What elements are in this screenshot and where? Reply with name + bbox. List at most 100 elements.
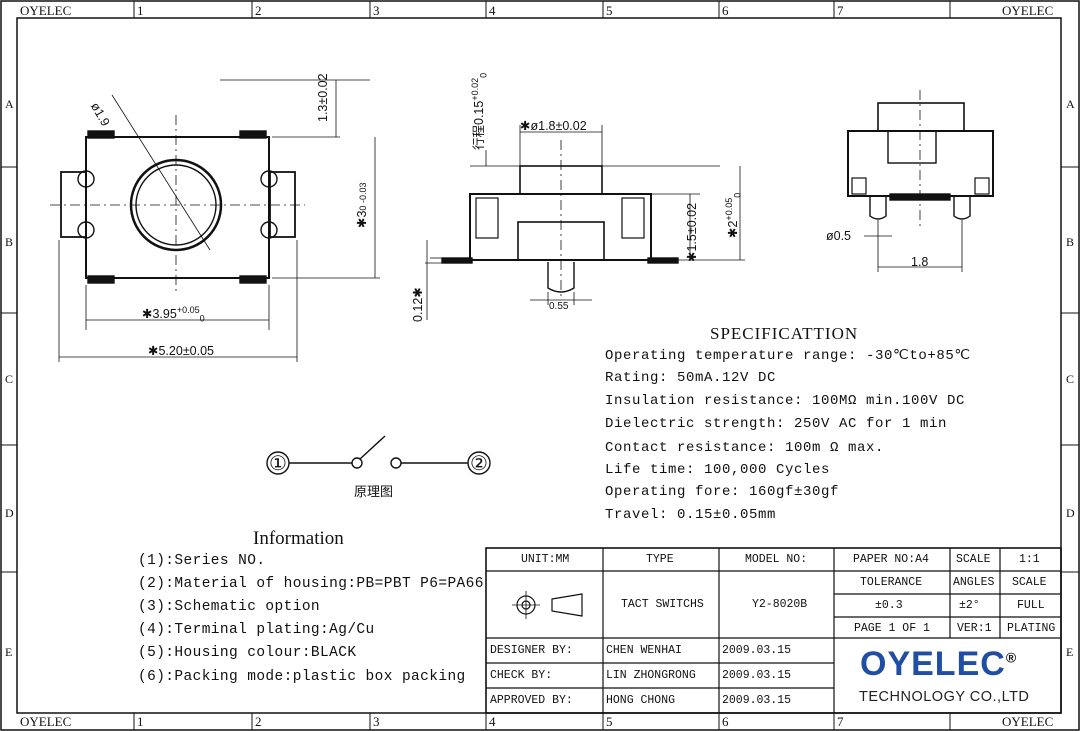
tb-paper: PAPER NO:A4 [853, 553, 929, 566]
dim-body-height-tol-bottom: -0.03 [358, 182, 368, 204]
tb-approved-date: 2009.03.15 [722, 694, 792, 707]
zone-top-2: 2 [255, 3, 262, 18]
dim-travel: 行程0.15+0.020 [468, 73, 489, 150]
zone-row-c-right: C [1066, 372, 1075, 386]
dim-total-height-tol-top: +0.05 [724, 197, 734, 221]
dim-body-width-tol-bottom: 0 [199, 313, 205, 324]
end-view [847, 90, 994, 272]
schematic-symbol [266, 435, 491, 475]
spec-line: Operating fore: 160gf±30gf [605, 484, 840, 500]
tb-approver: HONG CHONG [606, 694, 676, 707]
dim-body-height-value: 3 [355, 210, 369, 218]
company-logo: OYELEC® [860, 645, 1017, 684]
dim-plate: 0.12✱ [411, 287, 425, 322]
tb-page: PAGE 1 OF 1 [854, 622, 930, 635]
zone-bottom-6: 6 [722, 714, 729, 729]
dim-pin-pitch: 1.8 [911, 255, 929, 269]
schematic-terminal-1: ① [269, 453, 287, 475]
schematic-caption: 原理图 [354, 484, 394, 499]
spec-line: Contact resistance: 100m Ω max. [605, 440, 885, 456]
dim-total-height-side-value: 2 [726, 220, 741, 228]
tb-scale-value: 1:1 [1019, 553, 1040, 566]
tb-unit: UNIT:MM [521, 553, 570, 566]
tb-designer-date: 2009.03.15 [722, 644, 792, 657]
tb-scale-label: SCALE [956, 553, 991, 566]
zone-top-oyelec-right: OYELEC [1002, 3, 1054, 18]
tb-tolerance-label: TOLERANCE [860, 576, 923, 589]
spec-line: Insulation resistance: 100MΩ min.100V DC [605, 393, 966, 409]
zone-top-4: 4 [489, 3, 496, 18]
zone-bottom-oyelec-left: OYELEC [20, 714, 72, 729]
info-line: (2):Material of housing:PB=PBT P6=PA66 [138, 576, 484, 592]
spec-line: Dielectric strength: 250V AC for 1 min [605, 416, 948, 432]
dim-total-width: ✱5.20±0.05 [148, 344, 215, 358]
info-line: (3):Schematic option [138, 599, 321, 615]
zone-top-oyelec-left: OYELEC [20, 3, 72, 18]
dim-body-height-side-value: 1.5±0.02 [685, 202, 699, 252]
info-title: Information [253, 528, 344, 549]
zone-top-6: 6 [722, 3, 729, 18]
tb-ver: VER:1 [957, 622, 992, 635]
zone-top-1: 1 [137, 3, 144, 18]
dim-body-height-tol-top: 0 [358, 205, 368, 211]
zone-bottom-7: 7 [837, 714, 844, 729]
dim-travel-value: 行程0.15 [472, 100, 486, 150]
tb-angles-value: ±2° [959, 599, 980, 612]
side-view [425, 125, 745, 320]
zone-bottom-2: 2 [255, 714, 262, 729]
dim-pin-dia: ø0.5 [826, 229, 852, 243]
dim-plate-value: 0.12 [411, 297, 425, 322]
dim-total-height-tol-bottom: 0 [732, 192, 743, 198]
tb-check-label: CHECK BY: [490, 669, 553, 682]
zone-row-b-left: B [5, 235, 14, 249]
info-line: (6):Packing mode:plastic box packing [138, 669, 466, 685]
dim-body-width: ✱3.95+0.050 [142, 305, 205, 324]
zone-bottom-oyelec-right: OYELEC [1002, 714, 1054, 729]
tb-type-value: TACT SWITCHS [621, 598, 704, 611]
spec-line: Travel: 0.15±0.05mm [605, 507, 777, 523]
tb-checker: LIN ZHONGRONG [606, 669, 696, 682]
dim-travel-tol-bottom: 0 [478, 72, 489, 78]
dim-body-width-tol-top: +0.05 [176, 305, 200, 315]
tb-approved-label: APPROVED BY: [490, 694, 573, 707]
dim-actuator-dia-side-value: ø1.8±0.02 [530, 119, 587, 133]
tb-designer-label: DESIGNER BY: [490, 644, 573, 657]
logo-registered-mark: ® [1005, 649, 1018, 666]
dim-body-width-value: 3.95 [152, 307, 177, 322]
zone-row-c-left: C [5, 372, 14, 386]
zone-row-d-right: D [1066, 506, 1075, 520]
spec-line: Rating: 50mA.12V DC [605, 370, 777, 386]
tb-model-label: MODEL NO: [745, 553, 808, 566]
spec-title: SPECIFICATTION [710, 324, 859, 343]
dim-total-width-value: 5.20±0.05 [158, 344, 215, 358]
zone-row-b-right: B [1066, 235, 1075, 249]
tb-designer: CHEN WENHAI [606, 644, 682, 657]
tb-scale-label-2: SCALE [1012, 576, 1047, 589]
tb-check-date: 2009.03.15 [722, 669, 792, 682]
tb-scale-value-2: FULL [1017, 599, 1045, 612]
schematic-terminal-2: ② [470, 453, 488, 475]
zone-bottom-5: 5 [606, 714, 613, 729]
dim-body-height-side: ✱1.5±0.02 [685, 202, 699, 262]
info-line: (4):Terminal plating:Ag/Cu [138, 622, 375, 638]
zone-top-7: 7 [837, 3, 844, 18]
zone-top-5: 5 [606, 3, 613, 18]
tb-tolerance-value: ±0.3 [875, 599, 903, 612]
tb-angles-label: ANGLES [953, 576, 995, 589]
zone-top-3: 3 [373, 3, 380, 18]
zone-bottom-3: 3 [373, 714, 380, 729]
spec-line: Life time: 100,000 Cycles [605, 462, 831, 478]
dim-post: 0.55 [549, 301, 569, 312]
tb-plating: PLATING [1007, 622, 1056, 635]
zone-bottom-1: 1 [137, 714, 144, 729]
zone-row-a-right: A [1066, 97, 1075, 111]
dim-body-height: ✱30 -0.03 [355, 182, 369, 228]
logo-text: OYELEC [860, 645, 1006, 683]
info-line: (1):Series NO. [138, 553, 266, 569]
dim-actuator-dia-side: ✱ø1.8±0.02 [520, 119, 587, 133]
spec-line: Operating temperature range: -30℃to+85℃ [605, 348, 971, 364]
dim-top-height: 1.3±0.02 [316, 73, 330, 122]
dim-body-height-tol: 0 -0.03 [358, 183, 368, 211]
zone-bottom-4: 4 [489, 714, 496, 729]
zone-row-d-left: D [5, 506, 14, 520]
